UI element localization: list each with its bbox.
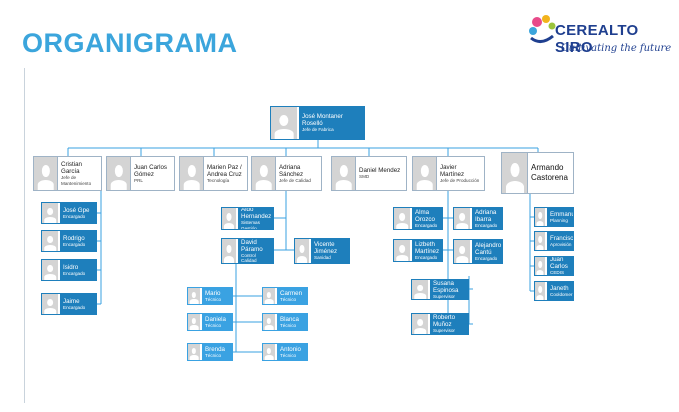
node-name: Francisco bbox=[550, 234, 573, 242]
node-role: Tecnología bbox=[207, 177, 230, 183]
node-name: Marien Paz / Andrea Cruz bbox=[207, 163, 242, 178]
org-node-manager: Armando Castorena bbox=[501, 152, 574, 194]
node-name: Armando Castorena bbox=[531, 163, 568, 182]
logo-name: CEREALTO SIRO bbox=[555, 22, 639, 56]
node-name: José Gpe bbox=[63, 206, 90, 214]
node-name: José Montaner Roselló bbox=[302, 113, 343, 128]
node-name: Juan Carlos bbox=[550, 257, 568, 271]
node-role: Jefe de Mantenimiento bbox=[61, 175, 92, 186]
node-name: Adriana Sánchez bbox=[279, 163, 304, 178]
company-logo: CEREALTO SIRO Cultivating the future bbox=[527, 10, 672, 62]
node-role: CEDIS bbox=[550, 270, 565, 275]
node-name: Alejandro Cantú bbox=[475, 241, 502, 256]
node-name: Roberto Muñoz bbox=[433, 314, 456, 329]
node-name: Jaime bbox=[63, 297, 80, 305]
node-role: Jefe de Calidad bbox=[279, 177, 311, 183]
node-role: Planning bbox=[550, 217, 568, 223]
node-name: Cristian García bbox=[61, 161, 82, 176]
node-name: David Páramo bbox=[241, 239, 263, 253]
node-name: Isidro bbox=[63, 263, 79, 271]
node-name: Adriana Ibarra bbox=[475, 208, 497, 223]
node-role: Jefe de Producción bbox=[440, 177, 480, 183]
node-name: Emmanuel bbox=[550, 210, 573, 218]
logo-tagline: Cultivating the future bbox=[561, 43, 672, 54]
node-role: Técnico bbox=[205, 352, 222, 358]
node-name: Rodrigo bbox=[63, 234, 85, 242]
org-node-logistics: EmmanuelPlanning bbox=[534, 207, 574, 227]
node-role: Técnico bbox=[280, 352, 297, 358]
node-role: Sanidad bbox=[314, 255, 331, 261]
node-role: Sistemas Gestión bbox=[241, 220, 260, 229]
node-role: Encargado bbox=[63, 213, 86, 219]
node-role: Encargado bbox=[63, 304, 86, 310]
page-title: ORGANIGRAMA bbox=[22, 28, 238, 58]
org-node-logistics: FranciscoAprovisión bbox=[534, 231, 574, 251]
node-role: Encargado bbox=[63, 270, 86, 276]
node-role: SMD bbox=[359, 174, 370, 180]
node-role: Aprovisión bbox=[550, 241, 572, 247]
node-name: Juan Carlos Gómez bbox=[134, 163, 168, 178]
node-name: Lizbeth Martínez bbox=[415, 240, 440, 255]
node-name: Blanca bbox=[280, 315, 299, 323]
node-role: Técnico bbox=[205, 296, 222, 302]
node-role: Encargado bbox=[475, 222, 498, 228]
node-name: Antonio bbox=[280, 345, 301, 353]
node-name: Alma Orozco bbox=[415, 208, 435, 223]
node-name: Daniela bbox=[205, 315, 226, 323]
node-role: PRL bbox=[134, 177, 143, 183]
left-divider bbox=[24, 68, 25, 403]
node-role: Técnico bbox=[280, 322, 297, 328]
node-name: Mario bbox=[205, 289, 221, 297]
node-name: Javier Martínez bbox=[440, 163, 465, 178]
node-name: Janeth bbox=[550, 284, 569, 292]
node-role: Técnico bbox=[205, 322, 222, 328]
node-role: Encargado bbox=[415, 254, 438, 260]
node-role: Jefe de Fabrica bbox=[302, 127, 334, 133]
node-role: Control Calidad bbox=[241, 252, 257, 263]
node-name: Vicente Jiménez bbox=[314, 241, 338, 256]
node-role: Encargado bbox=[63, 241, 86, 247]
node-name: Carmen bbox=[280, 289, 303, 297]
node-role: Encargado bbox=[475, 255, 498, 261]
node-role: Cooldomer bbox=[550, 291, 573, 297]
node-name: Susana Espinosa bbox=[433, 280, 459, 294]
node-role: Encargado bbox=[415, 222, 438, 228]
node-role: Supervisor bbox=[433, 328, 455, 334]
node-role: Técnico bbox=[280, 296, 297, 302]
node-name: Daniel Mendez bbox=[359, 167, 401, 175]
node-name: Brenda bbox=[205, 345, 225, 353]
node-role: Supervisor bbox=[433, 293, 455, 299]
node-name: Aldo Hernandez bbox=[241, 208, 272, 221]
logo-mark-icon bbox=[529, 15, 556, 43]
